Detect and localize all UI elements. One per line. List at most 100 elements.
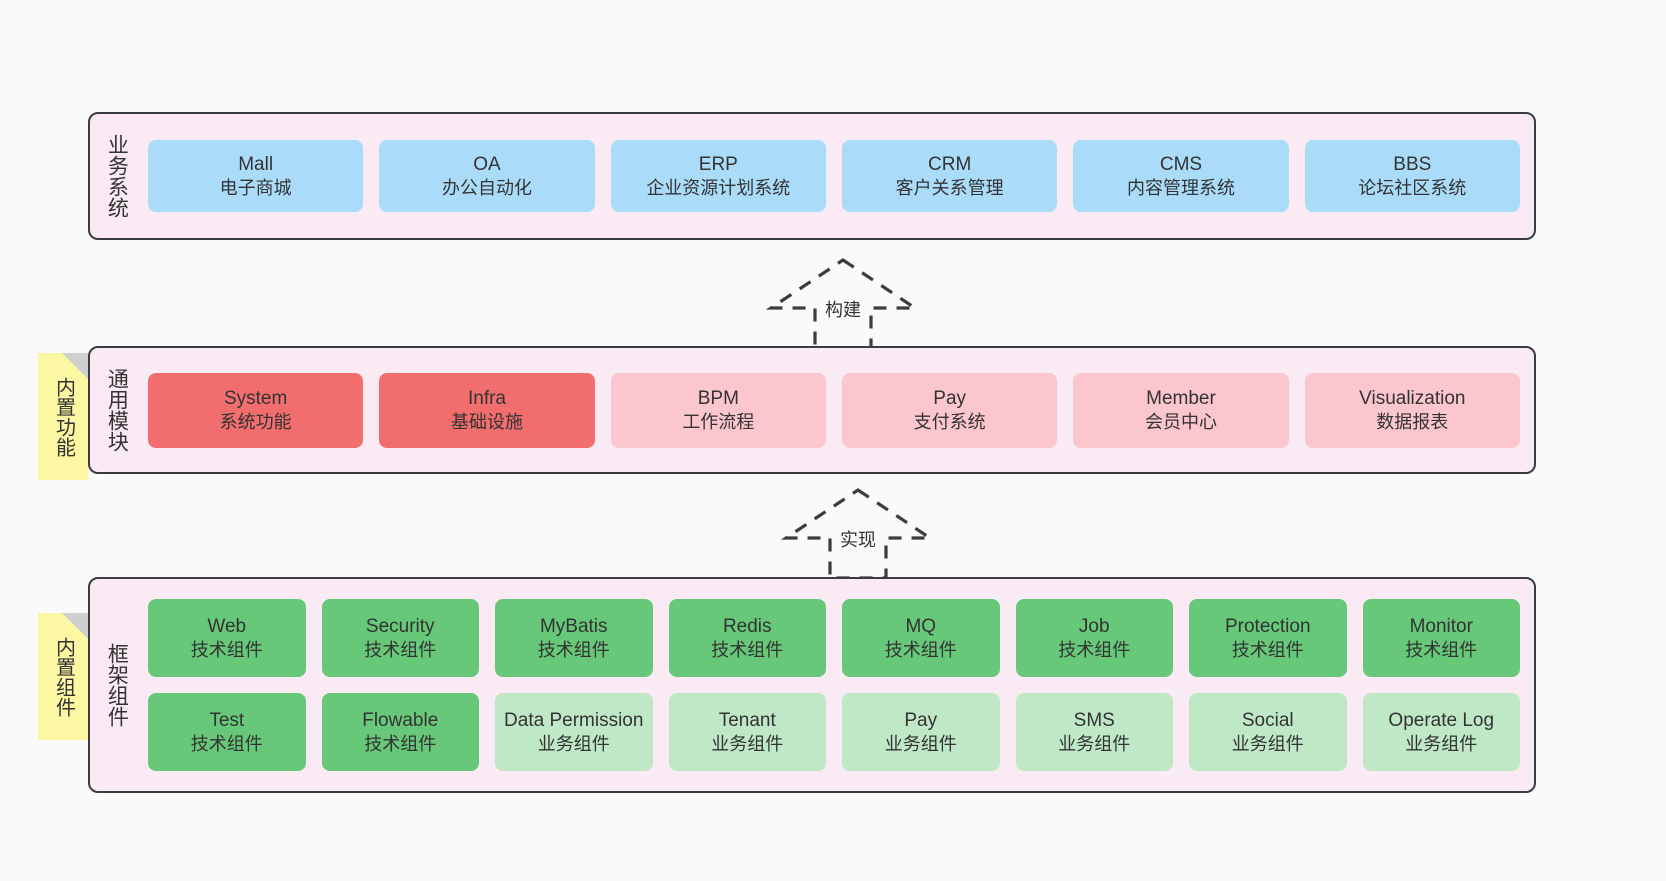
- tile-name: Infra: [467, 387, 506, 409]
- tile-row: Web 技术组件 Security 技术组件 MyBatis 技术组件 Redi…: [148, 599, 1520, 677]
- tile-job[interactable]: Job 技术组件: [1015, 599, 1173, 677]
- layer-title-business-system: 业务系统: [105, 134, 129, 218]
- tile-subtitle: 技术组件: [1058, 639, 1131, 660]
- layer-framework-component: 框架组件 Web 技术组件 Security 技术组件 MyBatis 技术组件…: [88, 577, 1536, 793]
- tile-row: Test 技术组件 Flowable 技术组件 Data Permission …: [148, 693, 1520, 771]
- layer-body-framework-component: Web 技术组件 Security 技术组件 MyBatis 技术组件 Redi…: [142, 579, 1534, 791]
- tile-data-permission[interactable]: Data Permission 业务组件: [495, 693, 653, 771]
- tile-cms[interactable]: CMS 内容管理系统: [1073, 140, 1289, 212]
- tile-pay-component[interactable]: Pay 业务组件: [842, 693, 1000, 771]
- tile-name: BBS: [1393, 153, 1432, 175]
- tile-member[interactable]: Member 会员中心: [1073, 372, 1289, 448]
- tile-name: Tenant: [718, 709, 776, 731]
- tile-name: OA: [473, 153, 501, 175]
- tile-mybatis[interactable]: MyBatis 技术组件: [495, 599, 653, 677]
- tile-subtitle: 工作流程: [682, 411, 755, 432]
- arrow-label-implement: 实现: [840, 530, 876, 550]
- note-label: 内置功能: [52, 376, 75, 457]
- tile-name: ERP: [698, 153, 738, 175]
- tile-subtitle: 电子商城: [219, 177, 292, 198]
- tile-subtitle: 业务组件: [1405, 733, 1478, 754]
- tile-name: Redis: [722, 615, 772, 637]
- tile-name: Pay: [933, 387, 967, 409]
- tile-monitor[interactable]: Monitor 技术组件: [1362, 599, 1520, 677]
- tile-subtitle: 业务组件: [537, 733, 610, 754]
- tile-name: Web: [207, 615, 247, 637]
- tile-subtitle: 技术组件: [1231, 639, 1304, 660]
- tile-name: Data Permission: [504, 709, 644, 731]
- tile-subtitle: 基础设施: [450, 411, 523, 432]
- tile-subtitle: 会员中心: [1144, 411, 1217, 432]
- tile-subtitle: 客户关系管理: [895, 177, 1004, 198]
- generalization-arrow-build: 构建: [763, 256, 923, 352]
- note-builtin-component[interactable]: 内置组件: [38, 613, 88, 740]
- tile-redis[interactable]: Redis 技术组件: [668, 599, 826, 677]
- tile-name: MyBatis: [539, 615, 608, 637]
- tile-name: Protection: [1224, 615, 1311, 637]
- tile-name: Flowable: [362, 709, 439, 731]
- tile-name: Member: [1146, 387, 1216, 409]
- tile-crm[interactable]: CRM 客户关系管理: [841, 140, 1058, 212]
- layer-title-common-module: 通用模块: [105, 368, 129, 452]
- tile-subtitle: 论坛社区系统: [1358, 177, 1467, 198]
- tile-name: Visualization: [1359, 387, 1466, 409]
- note-label: 内置组件: [52, 636, 75, 717]
- tile-subtitle: 企业资源计划系统: [646, 177, 791, 198]
- generalization-arrow-build-shape: [765, 258, 921, 350]
- tile-subtitle: 技术组件: [1405, 639, 1478, 660]
- tile-infra[interactable]: Infra 基础设施: [379, 372, 595, 448]
- tile-subtitle: 技术组件: [884, 639, 957, 660]
- tile-flowable[interactable]: Flowable 技术组件: [321, 693, 479, 771]
- tile-subtitle: 业务组件: [1058, 733, 1131, 754]
- tile-subtitle: 技术组件: [364, 733, 437, 754]
- layer-business-system: 业务系统 Mall 电子商城 OA 办公自动化 ERP 企业资源计划系统 CRM…: [88, 112, 1536, 240]
- tile-subtitle: 办公自动化: [441, 177, 532, 198]
- generalization-arrow-implement-shape: [780, 488, 936, 580]
- tile-security[interactable]: Security 技术组件: [321, 599, 479, 677]
- tile-subtitle: 数据报表: [1376, 411, 1449, 432]
- tile-name: MQ: [905, 615, 937, 637]
- tile-protection[interactable]: Protection 技术组件: [1189, 599, 1347, 677]
- arrow-label-build: 构建: [825, 300, 861, 320]
- tile-mq[interactable]: MQ 技术组件: [842, 599, 1000, 677]
- tile-pay-module[interactable]: Pay 支付系统: [841, 372, 1058, 448]
- note-builtin-function[interactable]: 内置功能: [38, 353, 88, 480]
- tile-visualization[interactable]: Visualization 数据报表: [1304, 372, 1520, 448]
- tile-name: CRM: [928, 153, 972, 175]
- layer-common-module: 通用模块 System 系统功能 Infra 基础设施 BPM 工作流程 Pay…: [88, 346, 1536, 474]
- tile-name: System: [223, 387, 288, 409]
- layer-body-common-module: System 系统功能 Infra 基础设施 BPM 工作流程 Pay 支付系统…: [142, 348, 1534, 472]
- tile-web[interactable]: Web 技术组件: [148, 599, 306, 677]
- tile-erp[interactable]: ERP 企业资源计划系统: [610, 140, 826, 212]
- tile-name: SMS: [1073, 709, 1115, 731]
- tile-name: Job: [1078, 615, 1110, 637]
- tile-name: Social: [1241, 709, 1294, 731]
- tile-social[interactable]: Social 业务组件: [1189, 693, 1347, 771]
- tile-name: Test: [209, 709, 245, 731]
- tile-subtitle: 技术组件: [190, 733, 263, 754]
- tile-name: Operate Log: [1388, 709, 1495, 731]
- tile-mall[interactable]: Mall 电子商城: [148, 140, 364, 212]
- tile-name: Mall: [238, 153, 274, 175]
- tile-system[interactable]: System 系统功能: [148, 372, 364, 448]
- tile-row: Mall 电子商城 OA 办公自动化 ERP 企业资源计划系统 CRM 客户关系…: [148, 140, 1520, 212]
- tile-tenant[interactable]: Tenant 业务组件: [668, 693, 826, 771]
- tile-subtitle: 技术组件: [711, 639, 784, 660]
- tile-bpm[interactable]: BPM 工作流程: [610, 372, 826, 448]
- tile-name: Monitor: [1409, 615, 1473, 637]
- tile-subtitle: 技术组件: [364, 639, 437, 660]
- layer-title-framework-component: 框架组件: [105, 643, 129, 727]
- generalization-arrow-implement: 实现: [778, 486, 938, 582]
- tile-bbs[interactable]: BBS 论坛社区系统: [1304, 140, 1520, 212]
- layer-body-business-system: Mall 电子商城 OA 办公自动化 ERP 企业资源计划系统 CRM 客户关系…: [142, 114, 1534, 238]
- tile-test[interactable]: Test 技术组件: [148, 693, 306, 771]
- tile-name: Security: [365, 615, 435, 637]
- tile-subtitle: 技术组件: [537, 639, 610, 660]
- tile-subtitle: 业务组件: [711, 733, 784, 754]
- tile-name: BPM: [697, 387, 739, 409]
- tile-sms[interactable]: SMS 业务组件: [1015, 693, 1173, 771]
- tile-operate-log[interactable]: Operate Log 业务组件: [1362, 693, 1520, 771]
- tile-oa[interactable]: OA 办公自动化: [379, 140, 595, 212]
- tile-subtitle: 业务组件: [1231, 733, 1304, 754]
